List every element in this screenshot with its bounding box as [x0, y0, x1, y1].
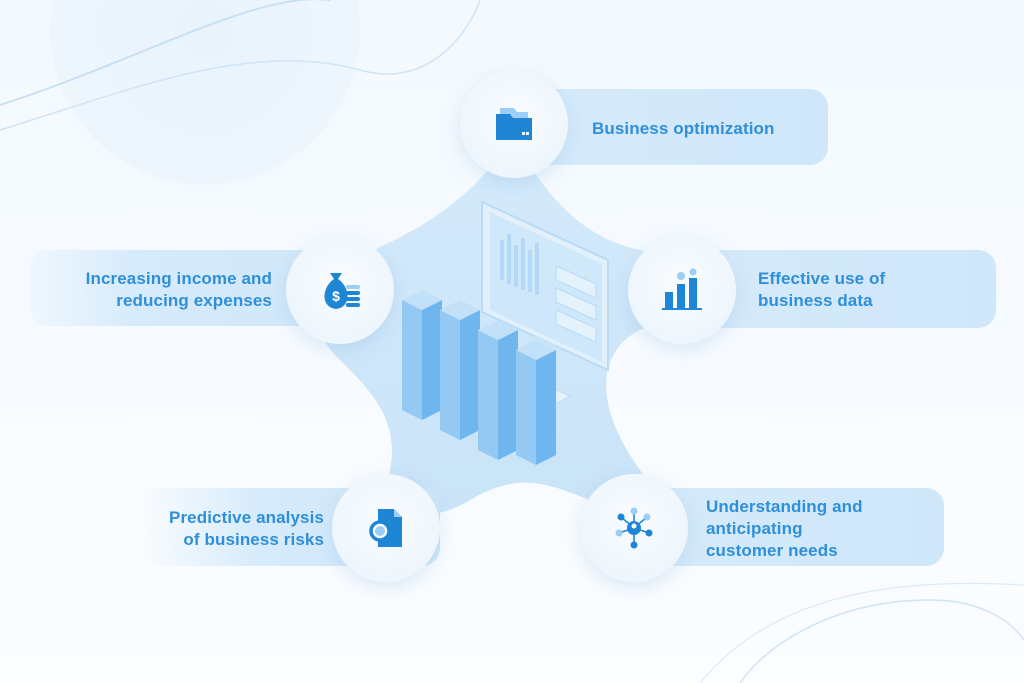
item-circle-understanding-needs	[580, 474, 688, 582]
item-label-predictive-analysis: Predictive analysis of business risks	[169, 508, 324, 549]
folder-icon	[496, 108, 532, 140]
item-label-understanding-needs: Understanding and anticipating customer …	[706, 497, 863, 560]
item-label-effective-use: Effective use of business data	[758, 269, 886, 310]
item-label-business-optimization: Business optimization	[592, 119, 775, 138]
item-label-increasing-income: Increasing income and reducing expenses	[85, 269, 272, 310]
analytics-dashboard-icon	[402, 200, 609, 465]
svg-text:$: $	[332, 288, 340, 304]
document-search-icon	[369, 509, 402, 547]
item-business-optimization	[520, 89, 828, 165]
item-circle-effective-use	[628, 236, 736, 344]
item-circle-business-optimization	[460, 70, 568, 178]
money-bag-icon: $	[324, 273, 360, 309]
bar-chart-icon	[662, 268, 702, 310]
item-circle-increasing-income: $	[286, 236, 394, 344]
network-icon	[615, 507, 653, 549]
item-circle-predictive-analysis	[332, 474, 440, 582]
